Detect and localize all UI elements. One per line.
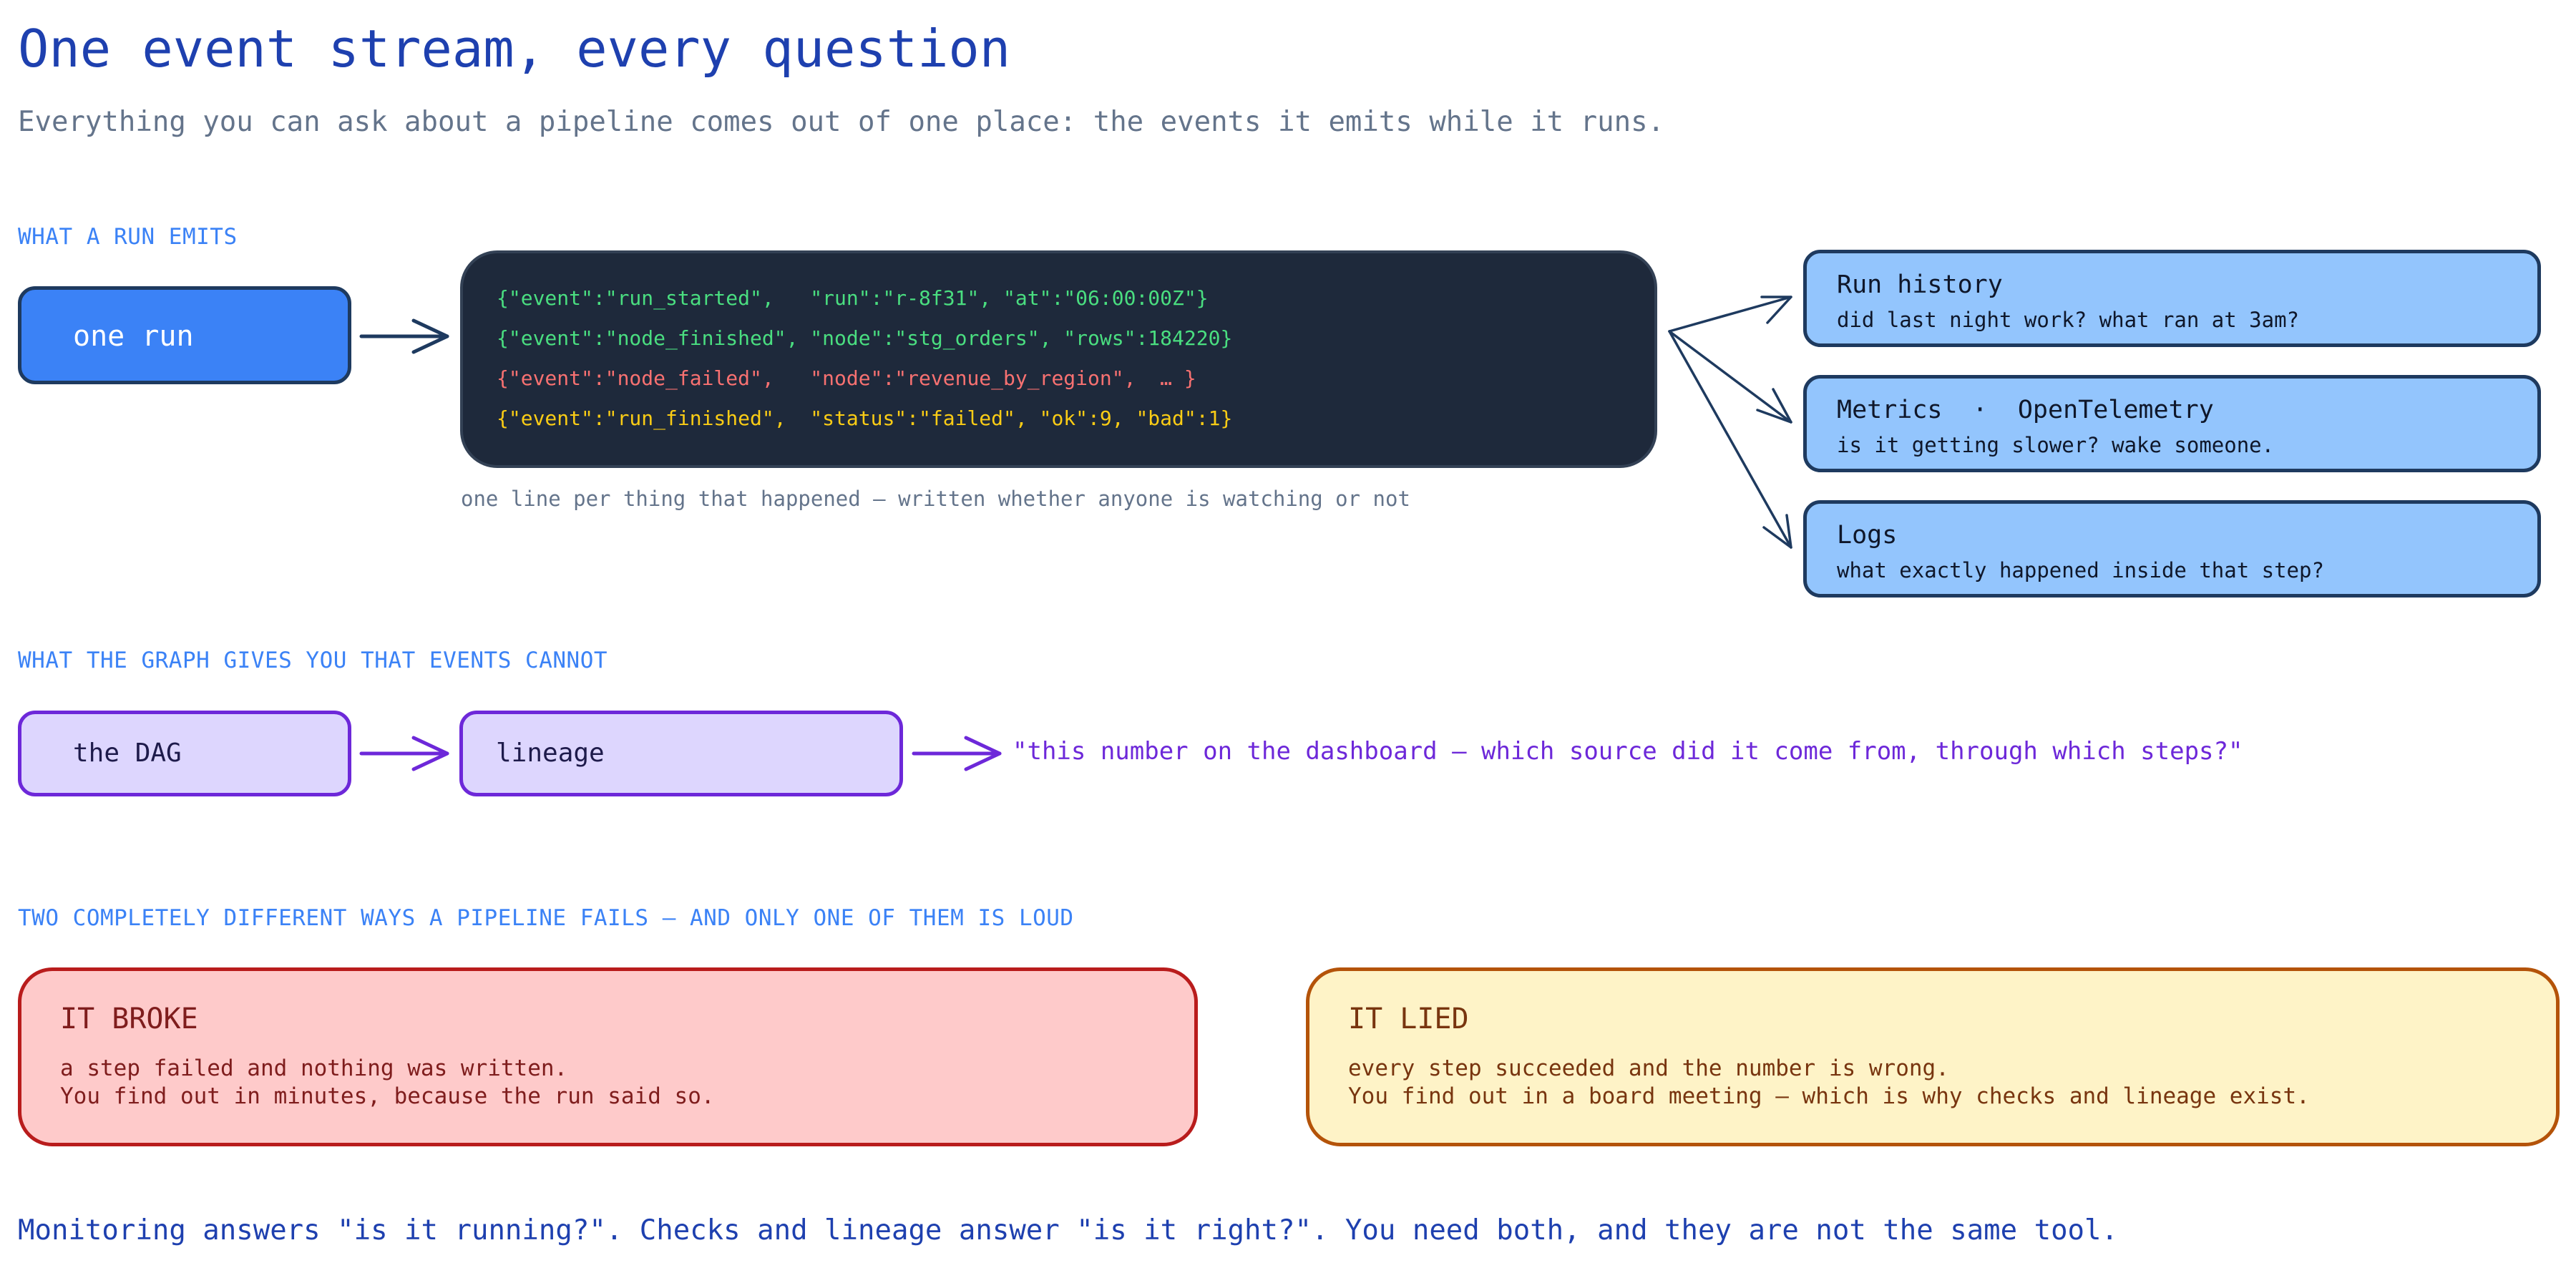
event-line-node-failed: {"event":"node_failed", "node":"revenue_… bbox=[497, 366, 1196, 390]
it-lied-card: IT LIED every step succeeded and the num… bbox=[1306, 967, 2560, 1146]
output-logs: Logs what exactly happened inside that s… bbox=[1803, 500, 2541, 598]
lineage-question: "this number on the dashboard — which so… bbox=[1013, 737, 2243, 766]
output-subtitle: what exactly happened inside that step? bbox=[1837, 558, 2324, 582]
event-line-run-started: {"event":"run_started", "run":"r-8f31", … bbox=[497, 286, 1209, 310]
it-lied-title: IT LIED bbox=[1348, 1003, 1469, 1035]
event-line-node-finished: {"event":"node_finished", "node":"stg_or… bbox=[497, 326, 1233, 350]
event-line-run-finished: {"event":"run_finished", "status":"faile… bbox=[497, 406, 1233, 430]
event-stream-panel: {"event":"run_started", "run":"r-8f31", … bbox=[460, 250, 1657, 468]
it-broke-card: IT BROKE a step failed and nothing was w… bbox=[18, 967, 1198, 1146]
section-label-graph: WHAT THE GRAPH GIVES YOU THAT EVENTS CAN… bbox=[18, 648, 608, 673]
output-title: Metrics · OpenTelemetry bbox=[1837, 396, 2214, 424]
run-node: one run bbox=[18, 286, 351, 384]
arrow-events-to-run-history bbox=[1668, 296, 1792, 333]
lineage-node: lineage bbox=[459, 711, 903, 796]
arrow-dag-to-lineage bbox=[359, 736, 449, 771]
it-broke-title: IT BROKE bbox=[60, 1003, 198, 1035]
arrow-events-to-metrics bbox=[1668, 330, 1792, 424]
section-label-fails: TWO COMPLETELY DIFFERENT WAYS A PIPELINE… bbox=[18, 905, 1074, 931]
it-broke-line-2: You find out in minutes, because the run… bbox=[60, 1083, 715, 1109]
it-lied-line-1: every step succeeded and the number is w… bbox=[1348, 1055, 1949, 1081]
arrow-run-to-events bbox=[359, 318, 449, 354]
dag-node-label: the DAG bbox=[73, 738, 182, 768]
arrow-events-to-logs bbox=[1668, 330, 1792, 549]
output-subtitle: is it getting slower? wake someone. bbox=[1837, 433, 2275, 457]
it-broke-line-1: a step failed and nothing was written. bbox=[60, 1055, 568, 1081]
section-label-emits: WHAT A RUN EMITS bbox=[18, 224, 238, 250]
page-title: One event stream, every question bbox=[18, 19, 1011, 79]
event-stream-caption: one line per thing that happened — writt… bbox=[461, 487, 1410, 511]
lineage-node-label: lineage bbox=[496, 738, 605, 768]
arrow-lineage-to-question bbox=[912, 736, 1002, 771]
output-title: Run history bbox=[1837, 270, 2003, 299]
output-metrics: Metrics · OpenTelemetry is it getting sl… bbox=[1803, 375, 2541, 472]
run-node-label: one run bbox=[73, 320, 194, 353]
output-run-history: Run history did last night work? what ra… bbox=[1803, 250, 2541, 347]
dag-node: the DAG bbox=[18, 711, 351, 796]
footer-summary: Monitoring answers "is it running?". Che… bbox=[18, 1214, 2118, 1247]
it-lied-line-2: You find out in a board meeting — which … bbox=[1348, 1083, 2310, 1109]
page-subtitle: Everything you can ask about a pipeline … bbox=[18, 106, 1665, 138]
output-subtitle: did last night work? what ran at 3am? bbox=[1837, 308, 2300, 332]
output-title: Logs bbox=[1837, 521, 1898, 550]
